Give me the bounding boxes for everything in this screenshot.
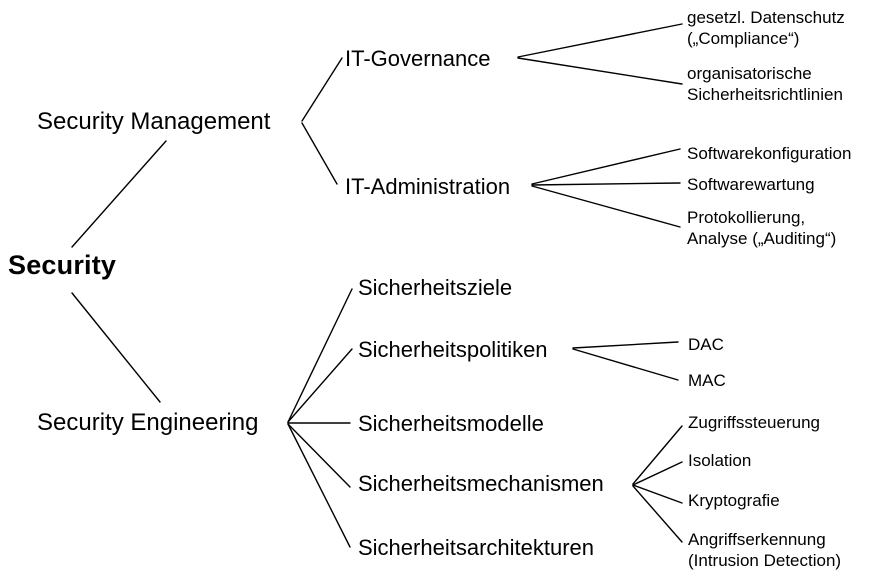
edge-engineering-ziele (287, 288, 353, 423)
node-sicherheitspolitiken: Sicherheitspolitiken (358, 337, 548, 362)
edge-governance-datenschutz (517, 23, 683, 58)
edge-security-engineering (71, 292, 161, 403)
node-it-administration: IT-Administration (345, 174, 511, 199)
leaf-organisatorische-richtlinien: organisatorische Sicherheitsrichtlinien (687, 64, 843, 104)
leaf-angriffserkennung: Angriffserkennung (Intrusion Detection) (688, 530, 842, 570)
edge-mechanismen-angriffserkennung (632, 485, 683, 543)
edge-mechanismen-isolation (632, 461, 683, 486)
edge-politiken-dac (572, 341, 679, 349)
leaf-dac: DAC (688, 335, 724, 354)
node-sicherheitsmechanismen: Sicherheitsmechanismen (358, 471, 604, 496)
leaf-softwarewartung: Softwarewartung (687, 175, 815, 194)
edge-management-governance (301, 57, 343, 122)
edge-security-management (71, 140, 167, 248)
node-sicherheitsmodelle: Sicherheitsmodelle (358, 411, 544, 436)
node-security-management: Security Management (37, 108, 271, 135)
edge-administration-protokollierung (531, 185, 681, 228)
node-security-engineering: Security Engineering (37, 409, 259, 436)
leaf-protokollierung-auditing: Protokollierung, Analyse („Auditing“) (687, 208, 837, 248)
node-sicherheitsziele: Sicherheitsziele (358, 275, 513, 300)
node-security: Security (8, 250, 117, 280)
leaf-mac: MAC (688, 371, 726, 390)
leaf-softwarekonfiguration: Softwarekonfiguration (687, 144, 852, 163)
leaf-gesetzl-datenschutz: gesetzl. Datenschutz („Compliance“) (687, 8, 845, 48)
node-it-governance: IT-Governance (345, 46, 491, 71)
leaf-kryptografie: Kryptografie (688, 491, 780, 510)
edge-administration-konfiguration (531, 148, 681, 185)
leaf-isolation: Isolation (688, 451, 752, 470)
edge-engineering-mechanismen (287, 423, 351, 488)
edge-mechanismen-kryptografie (632, 484, 683, 504)
node-sicherheitsarchitekturen: Sicherheitsarchitekturen (358, 535, 595, 560)
leaf-zugriffssteuerung: Zugriffssteuerung (688, 413, 820, 432)
edge-politiken-mac (572, 348, 679, 381)
edge-administration-wartung (531, 182, 681, 186)
edge-governance-richtlinien (517, 57, 683, 85)
edge-engineering-politiken (287, 348, 353, 423)
edge-engineering-architekturen (287, 423, 351, 548)
edge-mechanismen-zugriffssteuerung (632, 425, 683, 485)
edge-management-administration (301, 122, 338, 185)
